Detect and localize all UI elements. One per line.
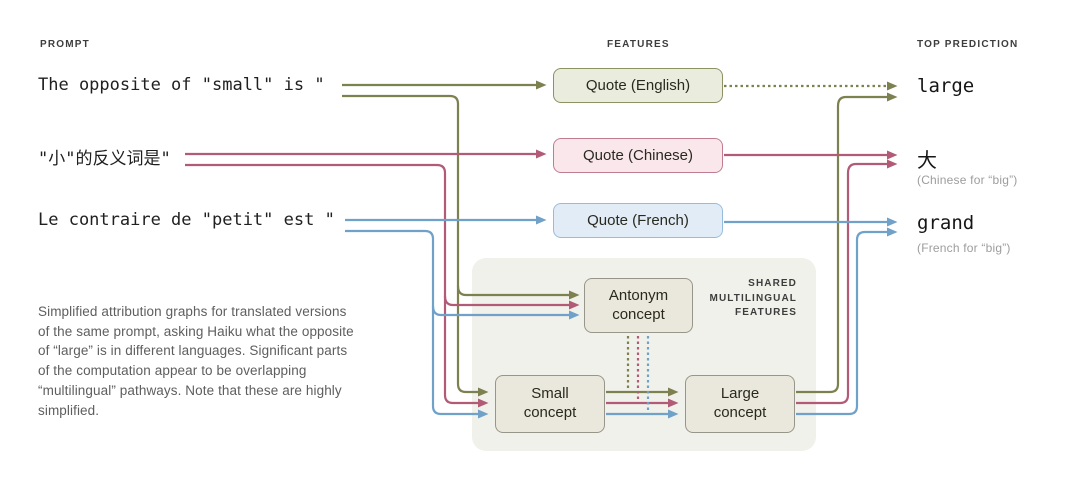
prompt-french: Le contraire de "petit" est " [38, 210, 335, 230]
feature-box-quote-english: Quote (English) [553, 68, 723, 103]
feature-box-quote-french: Quote (French) [553, 203, 723, 238]
feature-box-quote-chinese-label: Quote (Chinese) [582, 147, 694, 164]
english-pathways [342, 80, 898, 397]
shared-features-label-line2: MULTILINGUAL [709, 292, 797, 304]
shared-features-label-line3: FEATURES [735, 307, 797, 318]
concept-box-antonym-line1: Antonym [608, 286, 669, 304]
prediction-chinese: 大 [917, 148, 937, 172]
column-header-features: FEATURES [607, 39, 670, 50]
concept-box-large-line2: concept [713, 404, 767, 421]
concept-box-large-line1: Large [720, 385, 760, 403]
prediction-french: grand [917, 212, 975, 234]
concept-box-antonym-line2: concept [612, 305, 665, 323]
feature-box-quote-chinese: Quote (Chinese) [553, 138, 723, 173]
feature-box-quote-french-label: Quote (French) [587, 212, 689, 229]
prompt-chinese: "小"的反义词是" [38, 149, 171, 169]
concept-box-small-line1: Small [531, 385, 569, 403]
prediction-chinese-note: (Chinese for “big”) [917, 173, 1018, 187]
chinese-pathways [185, 149, 898, 408]
concept-box-small-line2: concept [523, 404, 577, 421]
prompt-english: The opposite of "small" is " [38, 75, 325, 95]
figure-caption: Simplified attribution graphs for transl… [38, 304, 354, 418]
column-header-prompt: PROMPT [40, 39, 90, 50]
column-header-top-prediction: TOP PREDICTION [917, 39, 1019, 50]
prediction-french-note: (French for “big”) [917, 241, 1011, 255]
shared-features-label-line1: SHARED [748, 278, 797, 289]
concept-box-small: Small concept [495, 375, 605, 433]
concept-box-large: Large concept [685, 375, 795, 433]
feature-box-quote-english-label: Quote (English) [585, 77, 691, 94]
shared-features-label: SHARED MULTILINGUAL FEATURES [640, 277, 797, 321]
prediction-english: large [917, 75, 975, 97]
concept-box-antonym: Antonym concept [584, 278, 693, 333]
french-pathways [345, 215, 898, 419]
